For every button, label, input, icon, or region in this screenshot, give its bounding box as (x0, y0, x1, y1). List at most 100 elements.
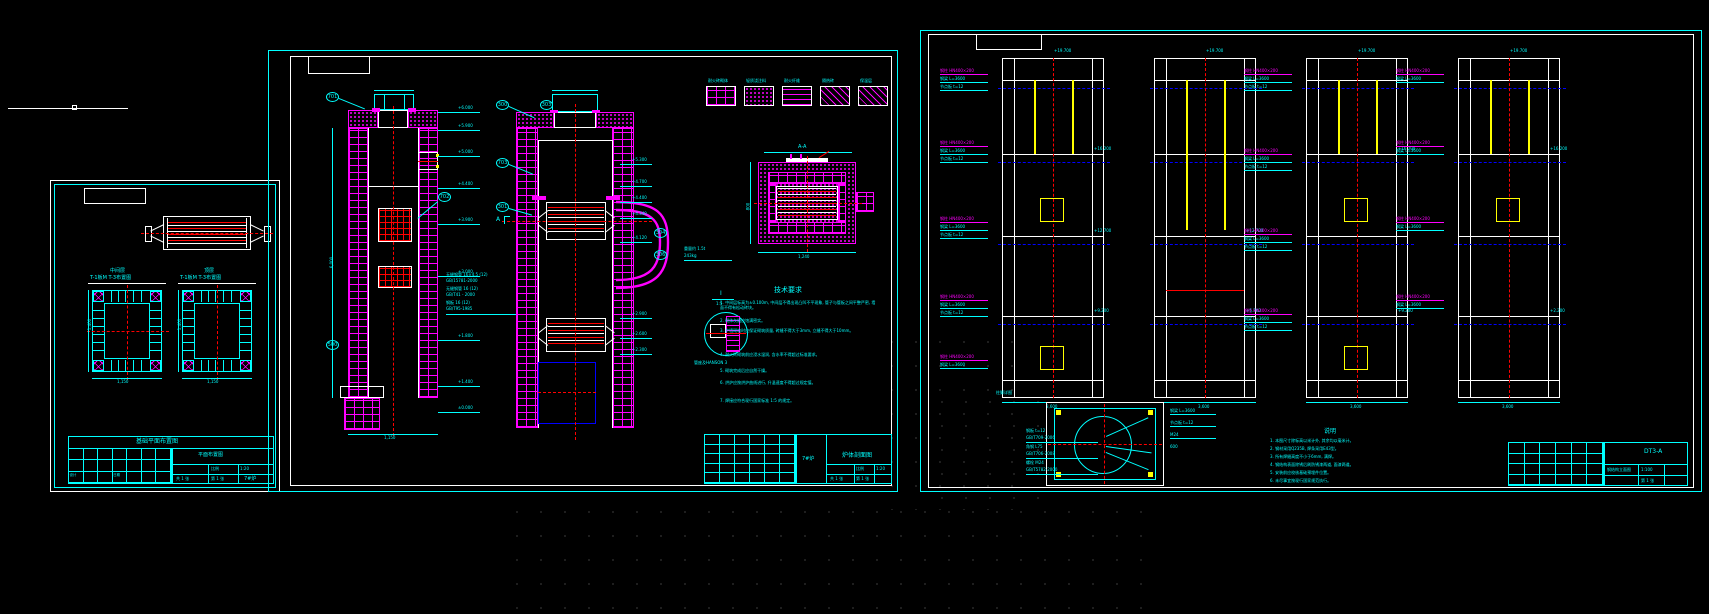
tb-cell (735, 454, 750, 464)
sheet-left-title-block[interactable]: 基础平面布置图 设计 日期 平面布置图 (68, 436, 274, 484)
f2-col-left (1166, 58, 1167, 398)
f1-ann-1-u2 (940, 154, 988, 155)
f4-ann-1-u1 (1396, 146, 1444, 147)
spec-r-4: 螺栓 M24 (1026, 460, 1044, 465)
sheet-right-title-block[interactable]: DT3-A 1:100 钢结构立面图 第 1 张 (1508, 442, 1688, 486)
sheet-right-stamp-box (976, 34, 1042, 50)
balloon-702[interactable]: 702 (438, 192, 451, 202)
lvl-t-text-7: +2.300 (632, 347, 647, 352)
tb-cell (705, 454, 720, 464)
tb-cell (83, 449, 99, 461)
tb-mid-sheet-label: 共 1 张 (830, 476, 844, 481)
view-transverse-section[interactable]: A +5.300 +4.700 +4.400 +4.340 +4.120 +2.… (496, 90, 670, 450)
view-a-a-section[interactable]: A-A (740, 144, 880, 274)
tb-cell (98, 471, 113, 483)
lvl-l-line-7 (438, 386, 480, 387)
balloon-303[interactable]: 303 (540, 100, 553, 110)
balloon-300[interactable]: 300 (496, 100, 509, 110)
f4-ann-3-u2 (1396, 308, 1444, 309)
top-nozzle-frame (374, 94, 414, 110)
tb-cell (1540, 464, 1556, 475)
f3-ann-1-l3: 节点板 t=12 (1244, 164, 1268, 169)
t-bundle2-frame (546, 318, 606, 352)
frame-elevation-2[interactable]: +19.700 +12.700 +5.700 3,600 (1146, 48, 1264, 409)
technical-notes[interactable]: 技术要求 1. 中间层标高为±0.100m, 中间层不得出现凸凹不平现象, 管子… (720, 286, 880, 421)
sheet-right[interactable]: +19.700 +16.200 +12.700 +9.200 3,600 钢柱 … (920, 30, 1702, 492)
stray-node-marker (72, 105, 77, 110)
tb-left-sheet-label: 平面布置图 (198, 452, 224, 458)
sheet-left[interactable]: 中间层 T-1板M T-3布置图 (50, 180, 280, 492)
f4-ann-1-u2 (1396, 154, 1444, 155)
bp-circle (1074, 416, 1132, 474)
ring2-div-b5 (231, 360, 232, 371)
view-plan-left[interactable]: 中间层 T-1板M T-3布置图 (87, 268, 169, 388)
view-heat-exchanger-elevation[interactable] (141, 212, 273, 254)
lvl-t-line-7 (620, 354, 652, 355)
tb-left-drawing-name: 基础平面布置图 (136, 438, 179, 445)
ring-div-b3 (125, 360, 126, 371)
f1-ann-4-l2: 钢梁 L=3600 (940, 362, 966, 367)
legend-swatch-diag2 (858, 86, 888, 106)
base-plate-detail-plan[interactable]: 柱脚详图 (996, 390, 1166, 488)
balloon-306[interactable]: 306 (654, 250, 667, 260)
bp-bolt-br (1148, 472, 1153, 477)
f4-ann-2-l1: 钢柱 HN400×200 (1396, 216, 1430, 221)
frame-elevation-3[interactable]: +19.700 +16.200 +9.200 3,600 (1298, 48, 1416, 409)
tb-cell (156, 471, 171, 483)
balloon-500[interactable]: 500 (326, 340, 339, 350)
lvl-l-text-4: +3.900 (458, 217, 473, 222)
weight-note-1: 重量约 1.5t (684, 246, 706, 251)
frame-elevation-1[interactable]: +19.700 +16.200 +12.700 +9.200 3,600 (994, 48, 1112, 409)
t-duct-cl (538, 392, 596, 393)
tb-mid-v3 (854, 464, 855, 484)
ring-div-r2 (150, 318, 161, 319)
f3-ann-2-l1: 钢柱 HN400×200 (1244, 228, 1278, 233)
tb-cell (1571, 453, 1588, 464)
spec-underline (446, 314, 520, 315)
spec-r-u0 (1026, 442, 1098, 443)
tb-cell (1571, 443, 1588, 454)
balloon-701[interactable]: 701 (326, 92, 339, 102)
long-dim-line (332, 128, 333, 398)
lvl-t-line-2 (620, 202, 652, 203)
f1-ann-0-u2 (940, 82, 988, 83)
r-notes-title: 说明 (1324, 428, 1337, 435)
material-legend[interactable]: 耐火砖砌体 轻质浇注料 耐火纤维 隔热砖 保温层 (706, 78, 888, 114)
top-flange-right (408, 108, 416, 112)
lvl-t-line-6 (620, 338, 652, 339)
exchanger-centerline (141, 233, 273, 234)
balloon-301[interactable]: 301 (496, 202, 509, 212)
aa-dim-bottom-text: 1,240 (798, 254, 810, 259)
f1-blue-1 (998, 88, 1110, 89)
ring-div-t5 (141, 291, 142, 302)
aa-outlet (856, 192, 874, 212)
tb-r-sheet: 第 1 张 (1641, 478, 1655, 483)
tb-cell (156, 449, 171, 461)
balloon-304[interactable]: 304 (654, 228, 667, 238)
f4-blue-2 (1454, 162, 1566, 163)
plan-right-dim-h-line (182, 378, 252, 379)
view-plan-right[interactable]: 顶层 T-1板M T-3布置图 (177, 268, 256, 388)
lvl-l-text-1: +5.900 (458, 123, 473, 128)
f1-ann-2-l2: 钢梁 L=3600 (940, 224, 966, 229)
lvl-t-text-5: +2.900 (632, 311, 647, 316)
tb-cell (1509, 474, 1525, 485)
sheet-mid-title-block[interactable]: 7#炉 炉体剖面图 比例 1:20 共 1 张 第 1 张 (704, 434, 892, 484)
view-longitudinal-section[interactable]: 6,000 1,150 +6.000 +5.900 +5.000 +4.400 … (329, 90, 480, 440)
detail-callout-I[interactable]: I 1:5 管座及HANSON 3 (694, 290, 760, 365)
tb-cell (1556, 474, 1572, 485)
section-mark-a-tick2 (504, 216, 505, 224)
tb-cell (720, 444, 735, 455)
balloon-703[interactable]: 703 (496, 158, 509, 168)
ring-div-b5 (141, 360, 142, 371)
tb-cell (141, 460, 157, 472)
right-sheet-notes[interactable]: 说明 1. 本图尺寸除标高以米计外, 其余均以毫米计。 2. 钢材采用Q235B… (1270, 428, 1450, 492)
f3-ann-0-l3: 节点板 t=12 (1244, 84, 1268, 89)
sheet-middle[interactable]: 6,000 1,150 +6.000 +5.900 +5.000 +4.400 … (268, 50, 898, 492)
tb-cell (735, 444, 750, 455)
side-nozzle-cl (418, 161, 438, 162)
tb-cell (1556, 464, 1572, 475)
frame-elevation-4[interactable]: +19.700 +16.200 +2.200 3,600 (1450, 48, 1568, 409)
spec-line-1: GB/15781-2000 (446, 278, 478, 283)
